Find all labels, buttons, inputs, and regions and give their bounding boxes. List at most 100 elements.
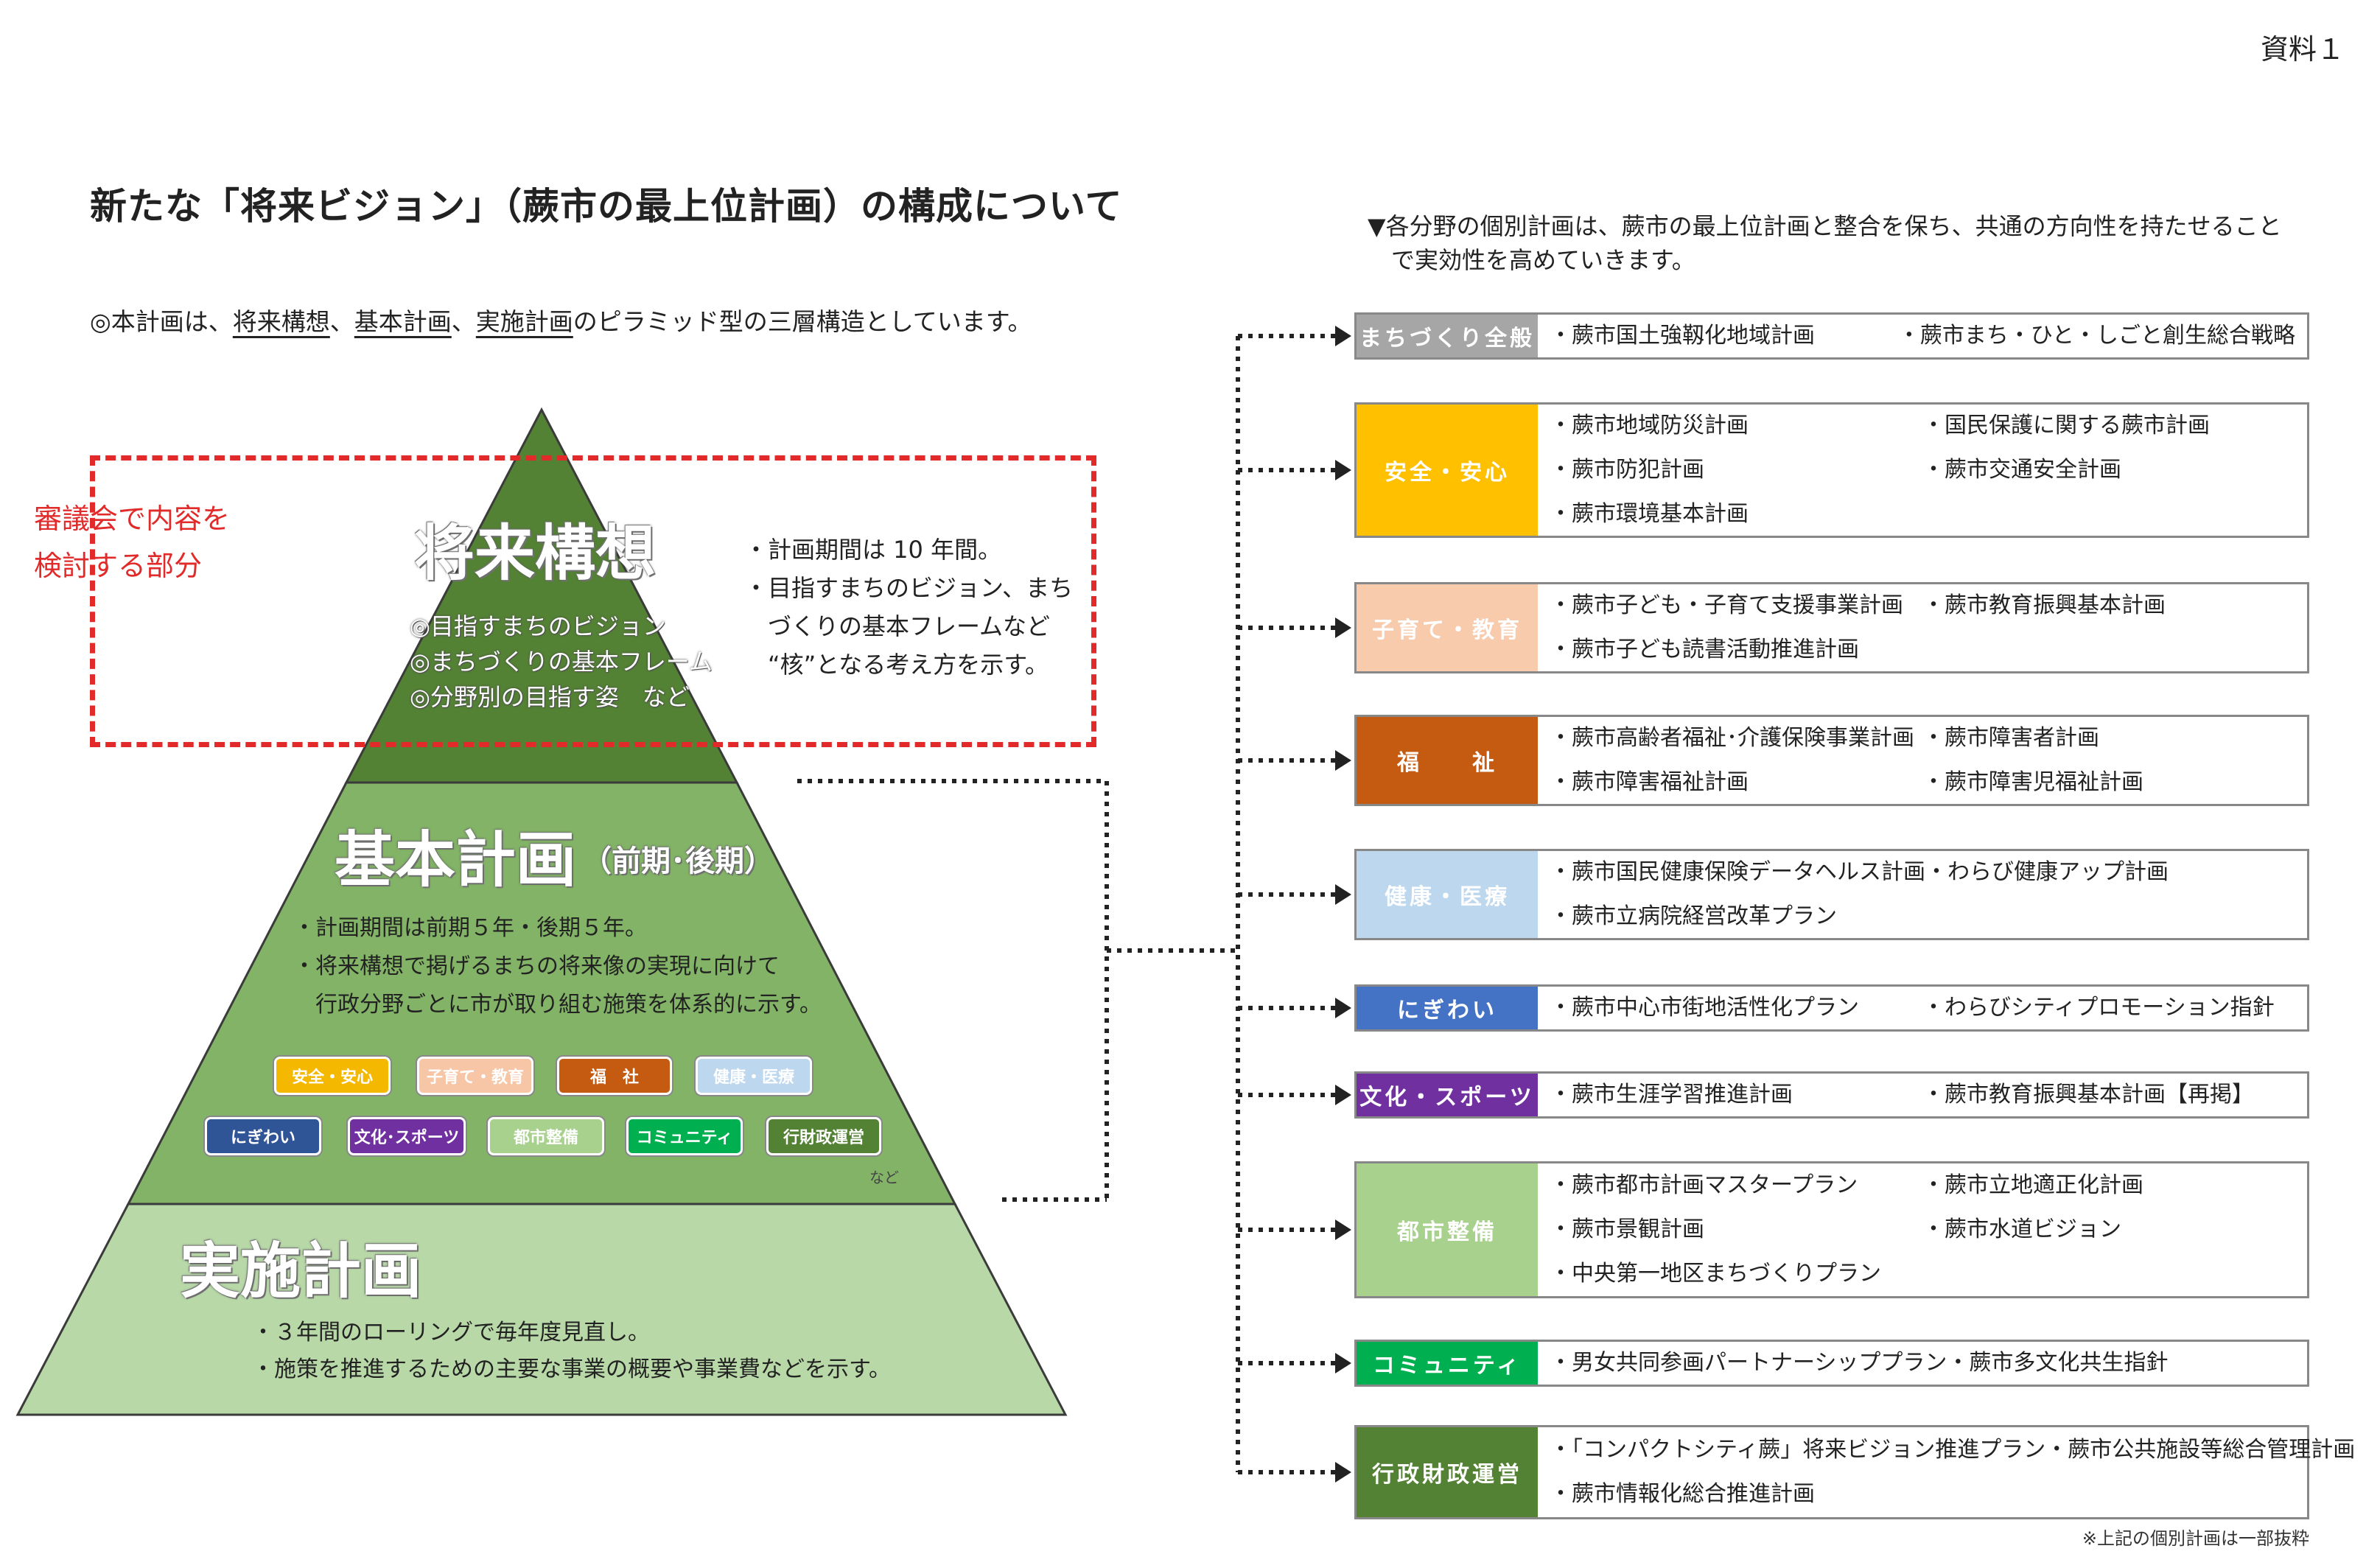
category-row: にぎわい・蕨市中心市街地活性化プラン ・わらびシティプロモーション指針 [1354, 984, 2309, 1032]
category-row: 福 祉・蕨市高齢者福祉･介護保険事業計画・蕨市障害者計画・蕨市障害福祉計画・蕨市… [1354, 715, 2309, 806]
implementation-note: ・３年間のローリングで毎年度見直し。 [252, 1320, 650, 1345]
plan-item: ・国民保護に関する蕨市計画 [1922, 413, 2210, 438]
category-label: 安全・安心 [1357, 405, 1538, 536]
plan-item: ・蕨市情報化総合推進計画 [1550, 1481, 1815, 1507]
arrow-head-icon [1335, 617, 1351, 638]
category-row: 安全・安心・蕨市地域防災計画 ・国民保護に関する蕨市計画・蕨市防犯計画 ・蕨市交通安… [1354, 402, 2309, 538]
right-intro-line: ▼各分野の個別計画は、蕨市の最上位計画と整合を保ち、共通の方向性を持たせること [1368, 212, 2282, 240]
category-plans: ・蕨市中心市街地活性化プラン ・わらびシティプロモーション指針 [1538, 987, 2307, 1029]
plan-item: ・わらびシティプロモーション指針 [1922, 995, 2275, 1021]
plan-item: ・蕨市子ども読書活動推進計画 [1550, 637, 1859, 662]
arrow-head-icon [1335, 750, 1351, 771]
arrow-head-icon [1335, 1219, 1351, 1240]
red-note-line: 検討する部分 [34, 550, 203, 582]
policy-chip: 文化･スポーツ [348, 1117, 466, 1155]
implementation-title: 実施計画 [180, 1236, 422, 1306]
red-note-line: 審議会で内容を [34, 503, 231, 535]
plan-item: ・蕨市景観計画 [1550, 1217, 1704, 1242]
category-label: 福 祉 [1357, 717, 1538, 804]
plan-item: ・蕨市都市計画マスタープラン [1550, 1172, 1858, 1198]
basic-note: ・計画期間は前期５年・後期５年。 [293, 915, 647, 941]
plan-item: ・蕨市地域防災計画 [1550, 413, 1749, 438]
basic-note: 行政分野ごとに市が取り組む施策を体系的に示す。 [293, 992, 822, 1018]
implementation-note: ・施策を推進するための主要な事業の概要や事業費などを示す。 [252, 1357, 891, 1382]
plan-item: ・蕨市教育振興基本計画 [1922, 592, 2166, 618]
arrow-head-icon [1335, 884, 1351, 905]
category-plans: ・蕨市子ども・子育て支援事業計画・蕨市教育振興基本計画・蕨市子ども読書活動推進計… [1538, 584, 2307, 671]
footnote: ※上記の個別計画は一部抜粋 [2082, 1528, 2309, 1549]
vision-note: ・目指すまちのビジョン、まち [744, 574, 1074, 602]
vision-note: ・計画期間は 10 年間。 [744, 536, 1002, 564]
category-label: コミュニティ [1357, 1342, 1538, 1385]
plan-item: ・蕨市国民健康保険データヘルス計画 [1550, 859, 1925, 885]
council-review-box [90, 455, 1096, 747]
category-row: まちづくり全般・蕨市国土強靱化地域計画 ・蕨市まち・ひと・しごと創生総合戦略 [1354, 312, 2309, 360]
right-intro-line: で実効性を高めていきます。 [1368, 246, 1695, 274]
plan-item: ・蕨市多文化共生指針 [1947, 1350, 2169, 1376]
arrow-head-icon [1335, 460, 1351, 480]
category-label: まちづくり全般 [1357, 315, 1538, 357]
category-label: 健康・医療 [1357, 851, 1538, 938]
plan-item: ・蕨市障害福祉計画 [1550, 769, 1749, 795]
category-plans: ・男女共同参画パートナーシッププラン・蕨市多文化共生指針 [1538, 1342, 2307, 1385]
category-label: 都市整備 [1357, 1163, 1538, 1296]
plan-item: ・蕨市障害者計画 [1922, 725, 2099, 751]
category-label: 文化・スポーツ [1357, 1074, 1538, 1116]
category-row: 子育て・教育・蕨市子ども・子育て支援事業計画・蕨市教育振興基本計画・蕨市子ども読… [1354, 582, 2309, 673]
policy-chip: 子育て・教育 [417, 1057, 533, 1095]
plan-item: ・蕨市環境基本計画 [1550, 501, 1749, 527]
category-plans: ・蕨市国民健康保険データヘルス計画・わらび健康アップ計画・蕨市立病院経営改革プラ… [1538, 851, 2307, 938]
arrow-head-icon [1335, 998, 1351, 1018]
policy-chip: コミュニティ [626, 1117, 743, 1155]
vision-notes: ・計画期間は 10 年間。 ・目指すまちのビジョン、まち づくりの基本フレームな… [744, 531, 1073, 684]
intro-term-implementation: 実施計画 [475, 307, 573, 336]
plan-item: ・蕨市高齢者福祉･介護保険事業計画 [1550, 725, 1914, 751]
arrow-head-icon [1335, 1353, 1351, 1373]
page-title: 新たな「将来ビジョン」（蕨市の最上位計画）の構成について [90, 185, 1123, 228]
plan-item: ・蕨市立病院経営改革プラン [1550, 903, 1837, 929]
plan-item: ・蕨市公共施設等総合管理計画 [2045, 1437, 2356, 1463]
plan-item: ・蕨市まち・ひと・しごと創生総合戦略 [1897, 323, 2295, 349]
plan-item: ・「コンパクトシティ蕨」将来ビジョン推進プラン [1550, 1437, 2046, 1463]
category-row: 文化・スポーツ・蕨市生涯学習推進計画・蕨市教育振興基本計画【再掲】 [1354, 1071, 2309, 1119]
basic-plan-title: 基本計画 [335, 825, 577, 895]
plan-item: ・蕨市国土強靱化地域計画 [1550, 323, 1815, 349]
document-number: 資料１ [2260, 33, 2345, 66]
intro-prefix: ◎本計画は、 [90, 307, 233, 336]
category-label: 子育て・教育 [1357, 584, 1538, 671]
plan-item: ・蕨市立地適正化計画 [1922, 1172, 2143, 1198]
vision-item: ◎分野別の目指す姿 など [410, 683, 690, 711]
intro-sep: 、 [329, 307, 354, 336]
implementation-notes: ・３年間のローリングで毎年度見直し。 ・施策を推進するための主要な事業の概要や事… [252, 1315, 891, 1388]
policy-chip: 健康・医療 [696, 1057, 812, 1095]
policy-chip: 安全・安心 [274, 1057, 391, 1095]
policy-chip: 行財政運営 [766, 1117, 881, 1155]
arrow-head-icon [1335, 1462, 1351, 1483]
basic-plan-notes: ・計画期間は前期５年・後期５年。 ・将来構想で掲げるまちの将来像の実現に向けて … [293, 909, 822, 1024]
category-label: にぎわい [1357, 987, 1538, 1029]
pyramid-diagram [15, 407, 1068, 1416]
plan-item: ・蕨市水道ビジョン [1922, 1217, 2121, 1242]
policy-chip: にぎわい [205, 1117, 321, 1155]
category-label: 行政財政運営 [1357, 1427, 1538, 1517]
intro-sep: 、 [451, 307, 476, 336]
plan-item: ・男女共同参画パートナーシッププラン [1550, 1350, 1947, 1376]
basic-note: ・将来構想で掲げるまちの将来像の実現に向けて [293, 953, 780, 979]
plan-item: ・蕨市防犯計画 [1550, 457, 1704, 483]
category-row: 行政財政運営・「コンパクトシティ蕨」将来ビジョン推進プラン・蕨市公共施設等総合管… [1354, 1425, 2355, 1519]
category-row: 健康・医療・蕨市国民健康保険データヘルス計画・わらび健康アップ計画・蕨市立病院経… [1354, 849, 2309, 940]
category-plans: ・蕨市高齢者福祉･介護保険事業計画・蕨市障害者計画・蕨市障害福祉計画 ・蕨市障害児… [1538, 717, 2307, 804]
council-review-note: 審議会で内容を 検討する部分 [34, 495, 230, 589]
arrow-head-icon [1335, 326, 1351, 346]
plan-item: ・蕨市障害児福祉計画 [1922, 769, 2143, 795]
category-plans: ・蕨市国土強靱化地域計画 ・蕨市まち・ひと・しごと創生総合戦略 [1538, 315, 2307, 357]
plan-item: ・蕨市中心市街地活性化プラン [1550, 995, 1859, 1021]
plan-item: ・蕨市交通安全計画 [1922, 457, 2121, 483]
right-intro: ▼各分野の個別計画は、蕨市の最上位計画と整合を保ち、共通の方向性を持たせること … [1368, 209, 2282, 277]
vision-item: ◎目指すまちのビジョン [410, 612, 666, 640]
intro-term-vision: 将来構想 [232, 307, 330, 336]
policy-chip: 福 社 [557, 1057, 672, 1095]
arrow-head-icon [1335, 1085, 1351, 1105]
basic-plan-subtitle: （前期･後期） [582, 844, 774, 878]
